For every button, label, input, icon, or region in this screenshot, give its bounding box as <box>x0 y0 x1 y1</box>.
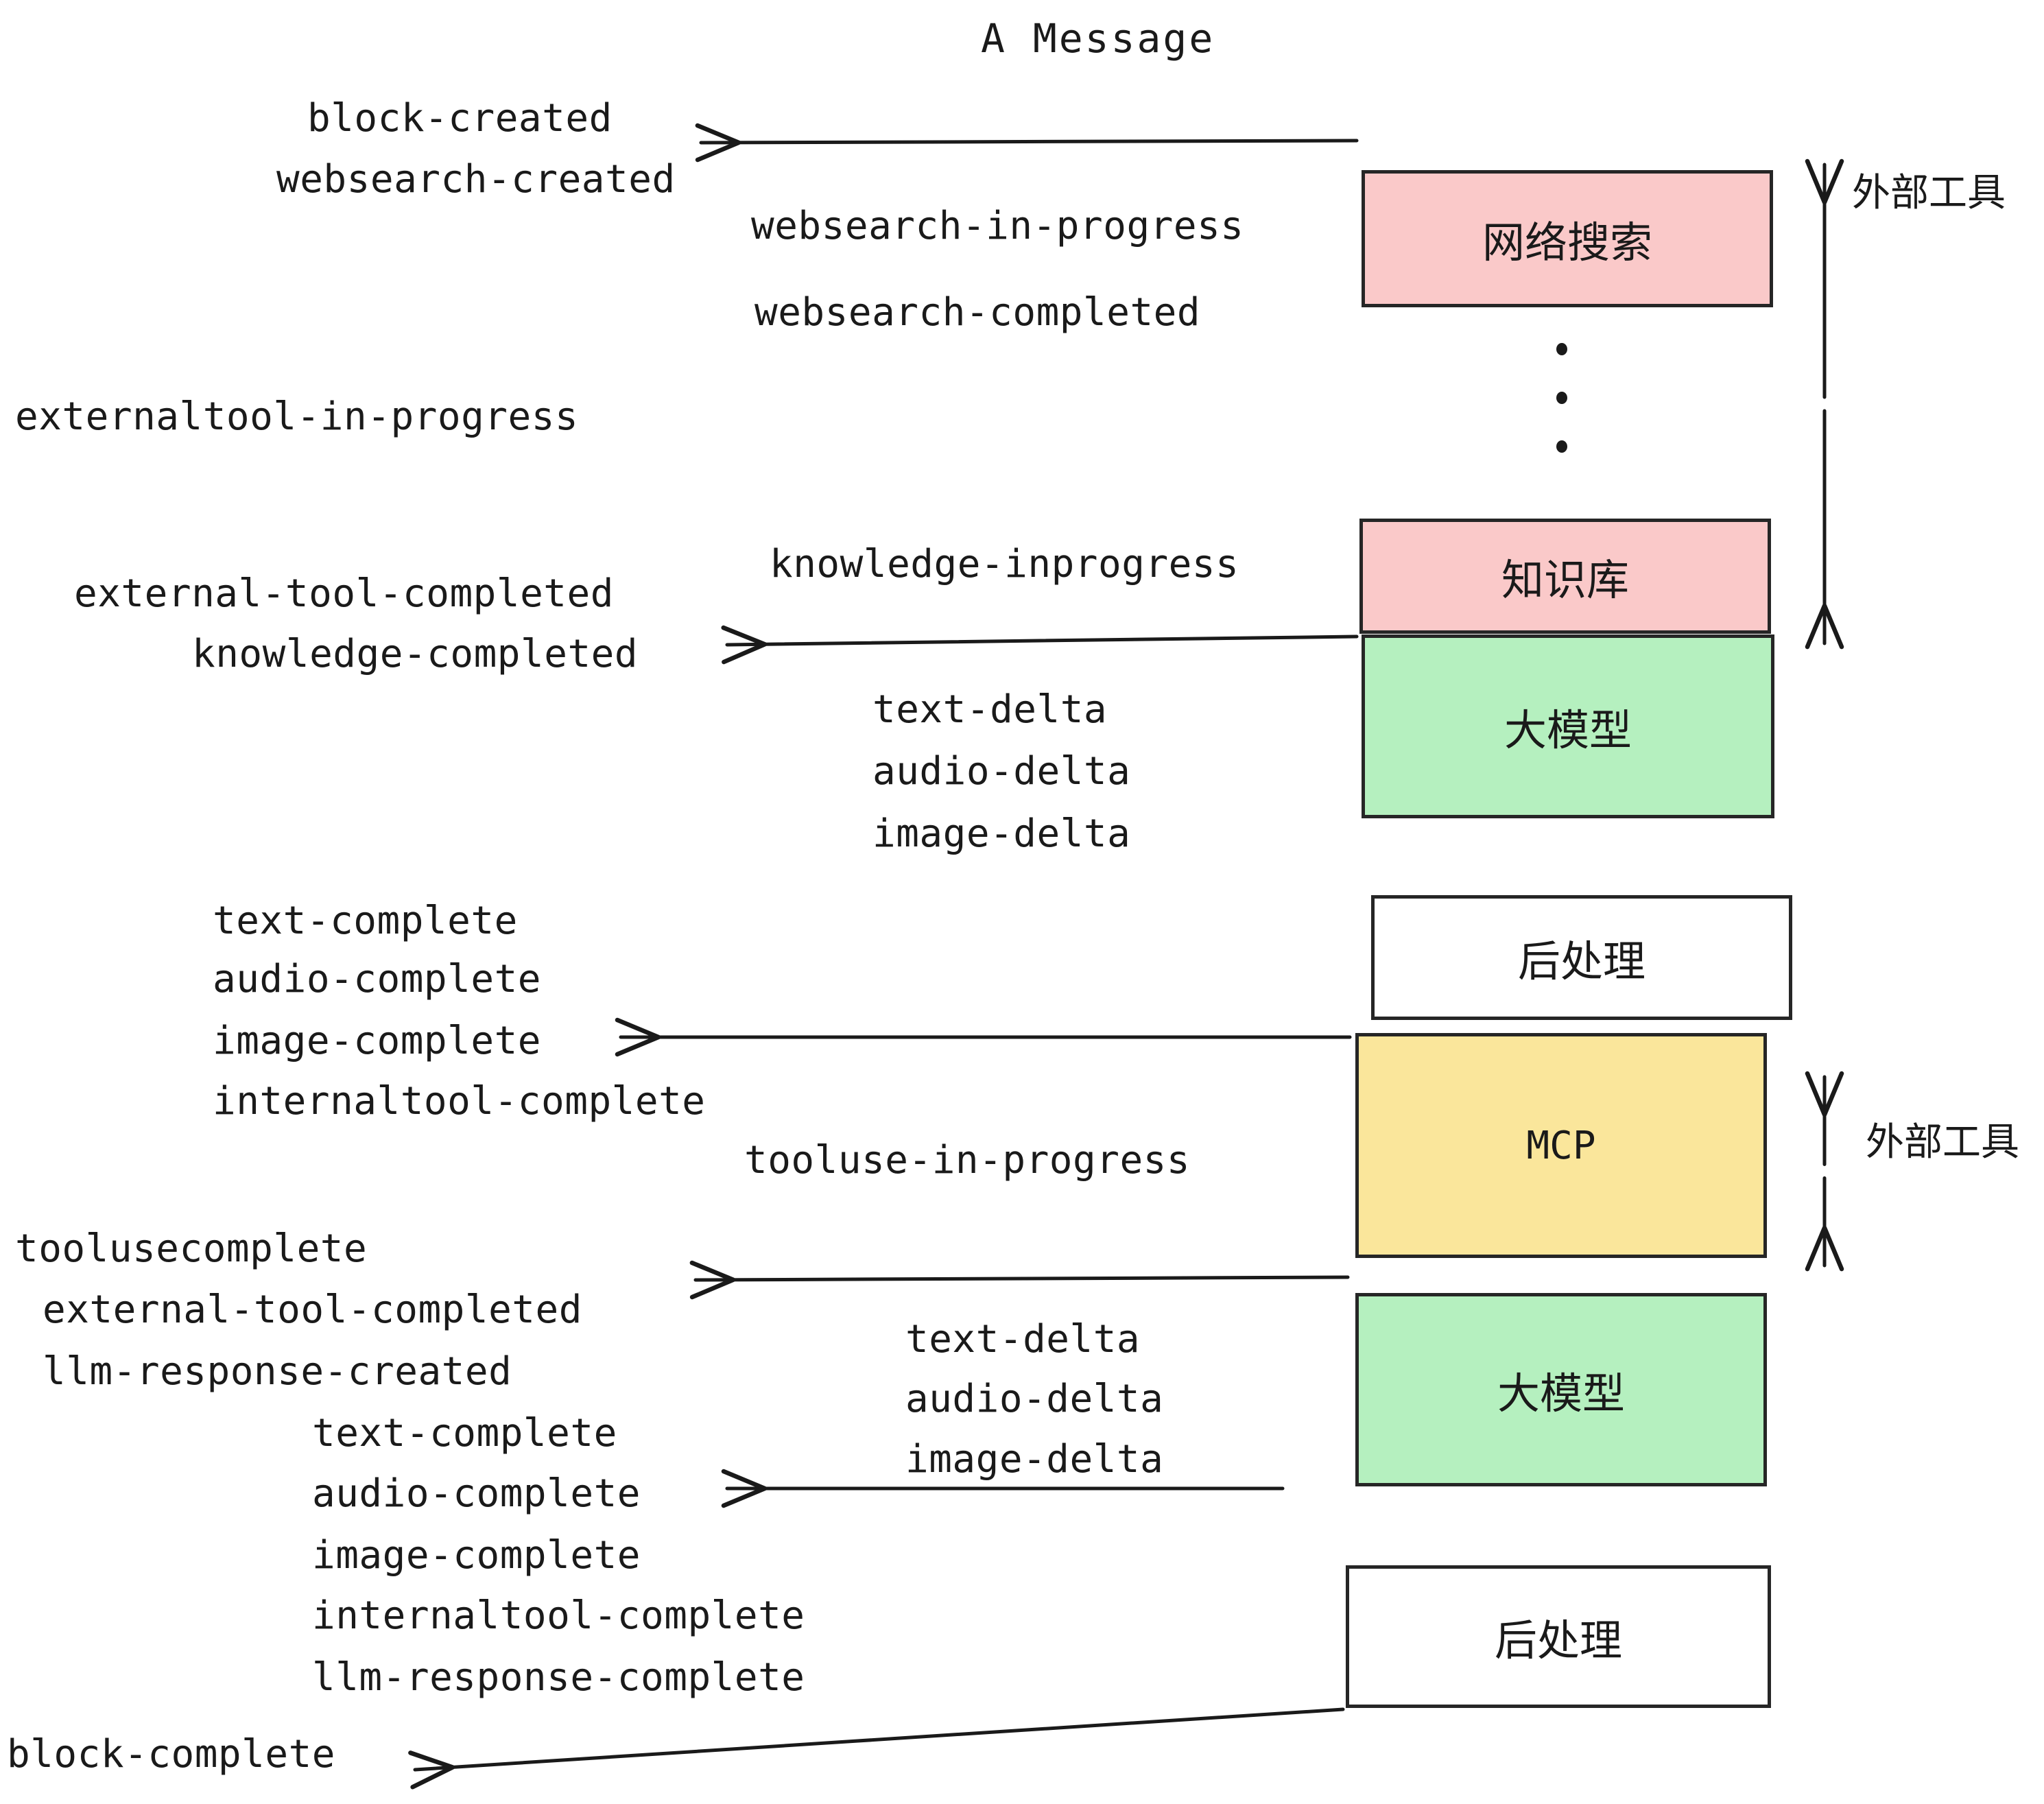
event-label-audio-complete: audio-complete <box>312 1471 641 1516</box>
node-box-knowledge[interactable]: 知识库 <box>1359 519 1771 634</box>
event-label-text-complete: text-complete <box>213 899 518 943</box>
arrow-block-complete <box>408 1707 1345 1790</box>
event-label-image-delta: image-delta <box>905 1437 1164 1482</box>
event-label-audio-delta: audio-delta <box>905 1377 1164 1421</box>
event-label-llm-response-created: llm-response-created <box>43 1349 512 1394</box>
event-label-llm-response-complete: llm-response-complete <box>312 1655 805 1700</box>
event-label-text-delta: text-delta <box>872 687 1108 732</box>
event-label-toolusecomplete: toolusecomplete <box>15 1226 368 1271</box>
node-box-postprocess-1[interactable]: 后处理 <box>1371 895 1792 1020</box>
event-label-websearch-in-progress: websearch-in-progress <box>751 204 1244 248</box>
node-box-postprocess-2[interactable]: 后处理 <box>1346 1565 1771 1708</box>
event-label-text-delta: text-delta <box>905 1317 1141 1362</box>
event-label-block-complete: block-complete <box>7 1732 336 1777</box>
event-label-websearch-created: websearch-created <box>276 157 676 202</box>
event-label-internaltool-complete: internaltool-complete <box>213 1079 706 1124</box>
event-label-external-tool-completed: external-tool-completed <box>74 571 614 616</box>
event-label-audio-delta: audio-delta <box>872 749 1131 794</box>
event-label-block-created: block-created <box>307 96 613 141</box>
node-box-websearch[interactable]: 网络搜索 <box>1362 170 1773 307</box>
arrow-knowledge-done <box>721 625 1359 665</box>
event-label-internaltool-complete: internaltool-complete <box>312 1593 805 1638</box>
group-label-external-tools-bottom: 外部工具 <box>1866 1120 2019 1165</box>
event-label-knowledge-inprogress: knowledge-inprogress <box>770 542 1239 586</box>
event-label-websearch-completed: websearch-completed <box>754 290 1201 335</box>
vertical-ellipsis-icon <box>1556 343 1568 453</box>
event-label-image-complete: image-complete <box>312 1533 641 1578</box>
event-label-image-delta: image-delta <box>872 811 1131 856</box>
node-box-mcp[interactable]: MCP <box>1355 1033 1767 1258</box>
event-label-image-complete: image-complete <box>213 1019 542 1063</box>
event-label-tooluse-in-progress: tooluse-in-progress <box>744 1138 1191 1183</box>
event-label-knowledge-completed: knowledge-completed <box>192 632 639 676</box>
node-box-llm-2[interactable]: 大模型 <box>1355 1293 1767 1486</box>
page-title: A Message <box>981 15 1215 62</box>
node-box-llm-1[interactable]: 大模型 <box>1362 634 1774 818</box>
arrow-tooluse-complete <box>689 1260 1350 1300</box>
group-label-external-tools-top: 外部工具 <box>1852 171 2006 215</box>
event-label-externaltool-in-progress: externaltool-in-progress <box>15 394 579 439</box>
event-label-external-tool-completed: external-tool-completed <box>43 1287 582 1332</box>
event-label-text-complete: text-complete <box>312 1411 617 1456</box>
arrow-block-created <box>695 123 1359 163</box>
event-label-audio-complete: audio-complete <box>213 957 542 1001</box>
